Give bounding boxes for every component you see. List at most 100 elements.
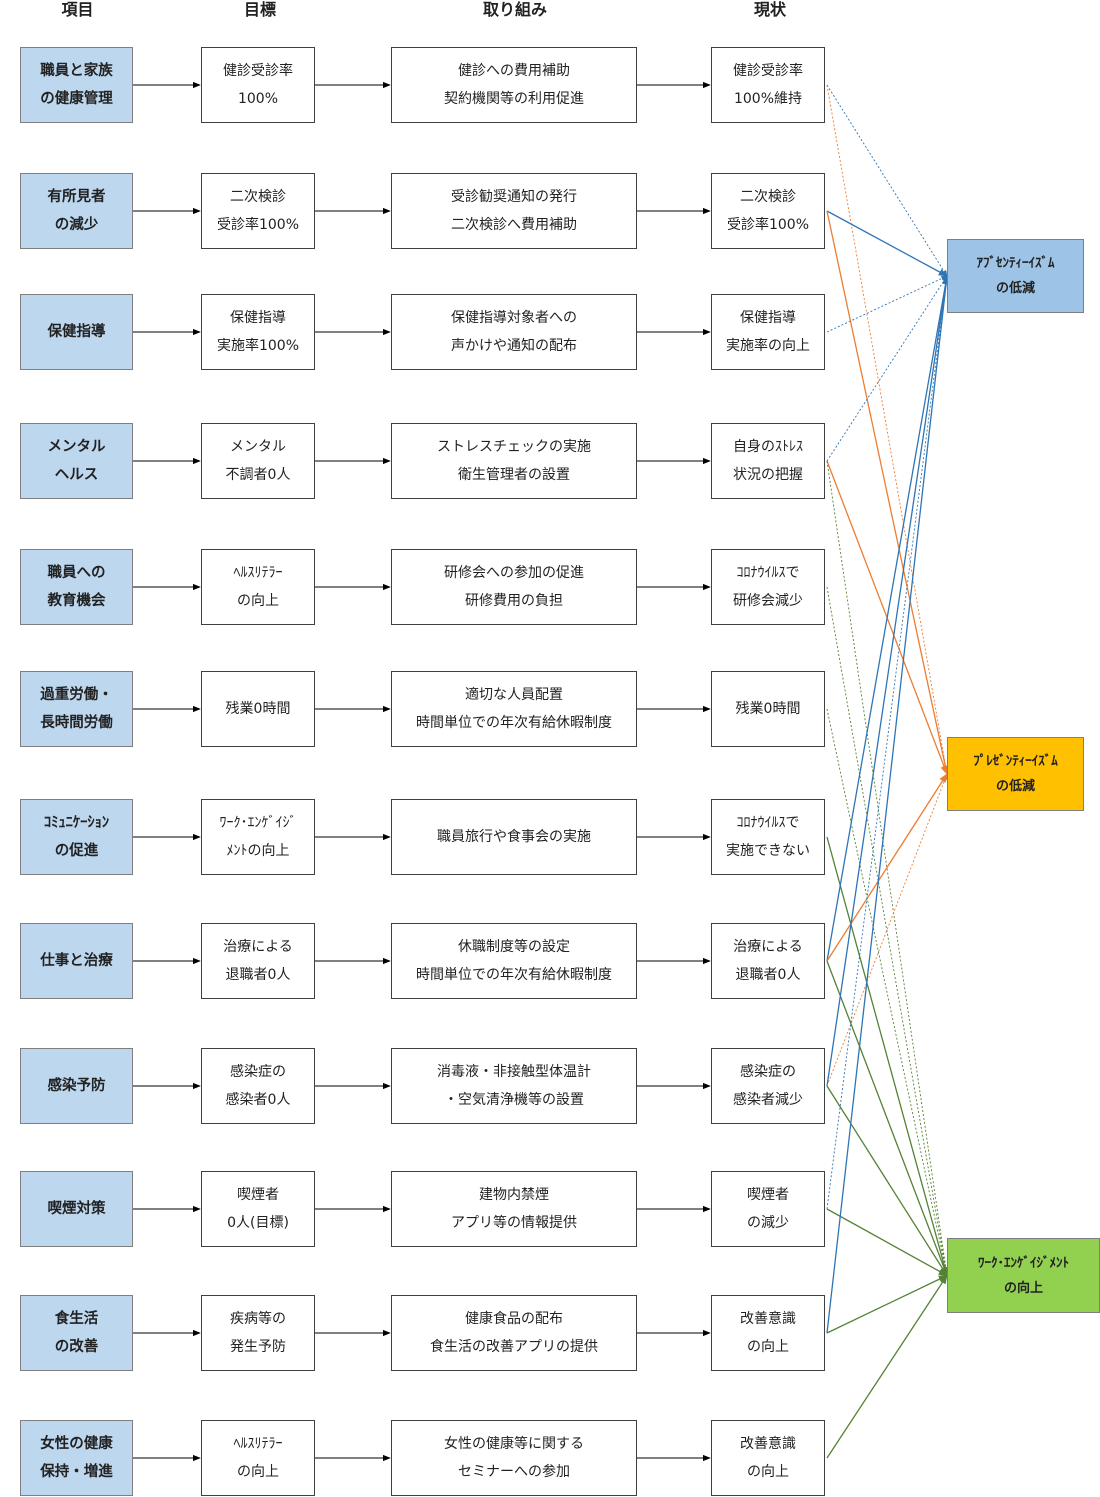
outcome-presenteeism-line: ﾌﾟﾚｾﾞﾝﾃｨｰｲｽﾞﾑ [973, 754, 1058, 769]
status-box: 自身のｽﾄﾚｽ状況の把握 [711, 423, 825, 499]
item-box-line: 仕事と治療 [40, 953, 113, 969]
header-item: 項目 [61, 0, 94, 19]
goal-box: ﾍﾙｽﾘﾃﾗｰの向上 [201, 549, 315, 625]
status-box-line: 二次検診 [740, 189, 796, 205]
goal-box-line: 不調者0人 [225, 467, 291, 483]
goal-box-line: 感染症の [230, 1064, 286, 1080]
item-box: 女性の健康保持・増進 [20, 1420, 133, 1496]
item-box-line: 教育機会 [47, 593, 106, 609]
header-status: 現状 [753, 0, 786, 19]
goal-box-line: ﾜｰｸ･ｴﾝｹﾞｲｼﾞ [219, 815, 297, 831]
action-box-line: ・空気清浄機等の設置 [444, 1092, 584, 1108]
item-box: 職員と家族の健康管理 [20, 47, 133, 123]
item-box-line: 保持・増進 [40, 1464, 113, 1480]
link-to-engagement [826, 460, 949, 1277]
link-to-absenteeism [826, 84, 948, 277]
item-box-line: 有所見者 [47, 189, 106, 205]
link-to-absenteeism [826, 275, 949, 1210]
status-box-line: ｺﾛﾅｳｲﾙｽで [736, 565, 800, 581]
item-box: メンタルヘルス [20, 423, 133, 499]
action-box-line: 適切な人員配置 [465, 687, 563, 703]
goal-box-line: ﾍﾙｽﾘﾃﾗｰ [233, 565, 283, 581]
goal-box: メンタル不調者0人 [201, 423, 315, 499]
goal-box: 残業0時間 [201, 671, 315, 747]
status-box-line: 改善意識 [740, 1311, 796, 1327]
goal-box-line: 喫煙者 [237, 1187, 279, 1203]
status-box: 治療による退職者0人 [711, 923, 825, 999]
status-box: 改善意識の向上 [711, 1420, 825, 1496]
action-box-line: 消毒液・非接触型体温計 [437, 1064, 591, 1080]
goal-box-line: 二次検診 [230, 189, 286, 205]
action-box-line: 職員旅行や食事会の実施 [437, 829, 591, 845]
action-box: 建物内禁煙アプリ等の情報提供 [391, 1171, 637, 1247]
item-box: 喫煙対策 [20, 1171, 133, 1247]
status-box-line: 受診率100% [726, 217, 810, 233]
action-box-line: セミナーへの参加 [458, 1464, 570, 1480]
status-box-line: 健診受診率 [733, 63, 803, 79]
action-box-line: 保健指導対象者への [451, 310, 577, 326]
action-box-line: アプリ等の情報提供 [451, 1215, 577, 1231]
status-box-line: 保健指導 [740, 310, 796, 326]
item-box-line: の改善 [54, 1339, 99, 1355]
status-box-line: 100%維持 [733, 91, 803, 107]
action-box: 職員旅行や食事会の実施 [391, 799, 637, 875]
action-box: 保健指導対象者への声かけや通知の配布 [391, 294, 637, 370]
action-box: 女性の健康等に関するセミナーへの参加 [391, 1420, 637, 1496]
status-box-line: 実施率の向上 [726, 338, 810, 354]
goal-box-line: 感染者0人 [225, 1092, 291, 1108]
item-box-line: の促進 [54, 843, 99, 859]
link-to-absenteeism [826, 275, 950, 962]
item-box-line: 職員への [47, 565, 106, 581]
goal-box-line: 受診率100% [216, 217, 300, 233]
action-box-line: 健診への費用補助 [458, 63, 570, 79]
status-box-line: 退職者0人 [735, 967, 801, 983]
status-box: 健診受診率 100%維持 [711, 47, 825, 123]
status-box-line: 感染者減少 [733, 1092, 803, 1108]
goal-box-line: 保健指導 [230, 310, 286, 326]
goal-box: 二次検診受診率100% [201, 173, 315, 249]
header-action: 取り組み [482, 0, 547, 19]
status-box-line: 改善意識 [740, 1436, 796, 1452]
link-to-presenteeism [826, 84, 949, 775]
action-box: 適切な人員配置時間単位での年次有給休暇制度 [391, 671, 637, 747]
action-box-line: 女性の健康等に関する [444, 1436, 584, 1452]
status-box-line: 感染症の [740, 1064, 796, 1080]
status-box: 二次検診受診率100% [711, 173, 825, 249]
status-box-line: 状況の把握 [733, 467, 803, 483]
outcome-engagement-line: の向上 [1003, 1280, 1043, 1296]
header-goal: 目標 [243, 0, 276, 19]
action-box-line: 食生活の改善アプリの提供 [430, 1339, 598, 1355]
item-box-line: 喫煙対策 [47, 1201, 106, 1217]
action-box: 受診勧奨通知の発行二次検診へ費用補助 [391, 173, 637, 249]
status-box: 改善意識の向上 [711, 1295, 825, 1371]
status-box-line: の向上 [747, 1464, 789, 1480]
item-box-line: 過重労働・ [40, 687, 113, 703]
action-box: 健診への費用補助契約機関等の利用促進 [391, 47, 637, 123]
link-to-engagement [826, 1208, 948, 1277]
action-box-line: ストレスチェックの実施 [437, 439, 591, 455]
goal-box-line: 疾病等の [230, 1311, 286, 1327]
item-box: ｺﾐｭﾆｹｰｼｮﾝの促進 [20, 799, 133, 875]
item-box: 仕事と治療 [20, 923, 133, 999]
outcome-engagement: ﾜｰｸ･ｴﾝｹﾞｲｼﾞﾒﾝﾄ の向上 [947, 1238, 1100, 1313]
status-box-line: 実施できない [726, 843, 810, 859]
goal-box-line: 健診受診率 [223, 63, 293, 79]
status-box: 保健指導実施率の向上 [711, 294, 825, 370]
link-to-absenteeism [826, 275, 950, 1334]
item-box: 職員への教育機会 [20, 549, 133, 625]
link-to-engagement [826, 1085, 948, 1277]
item-box-line: 食生活 [54, 1311, 99, 1327]
item-box-line: ヘルス [54, 467, 99, 483]
item-box-line: の減少 [54, 217, 99, 233]
action-box-line: 時間単位での年次有給休暇制度 [416, 967, 612, 983]
status-box-line: 治療による [733, 939, 803, 955]
outcome-presenteeism: ﾌﾟﾚｾﾞﾝﾃｨｰｲｽﾞﾑの低減 [947, 737, 1084, 811]
goal-box-line: 100% [237, 91, 279, 107]
outcome-engagement-line: ﾜｰｸ･ｴﾝｹﾞｲｼﾞﾒﾝﾄ [978, 1255, 1069, 1271]
action-box: ストレスチェックの実施衛生管理者の設置 [391, 423, 637, 499]
item-box-line: 職員と家族 [40, 63, 113, 79]
item-box-line: 感染予防 [47, 1078, 106, 1094]
item-box: 過重労働・長時間労働 [20, 671, 133, 747]
action-box: 休職制度等の設定時間単位での年次有給休暇制度 [391, 923, 637, 999]
